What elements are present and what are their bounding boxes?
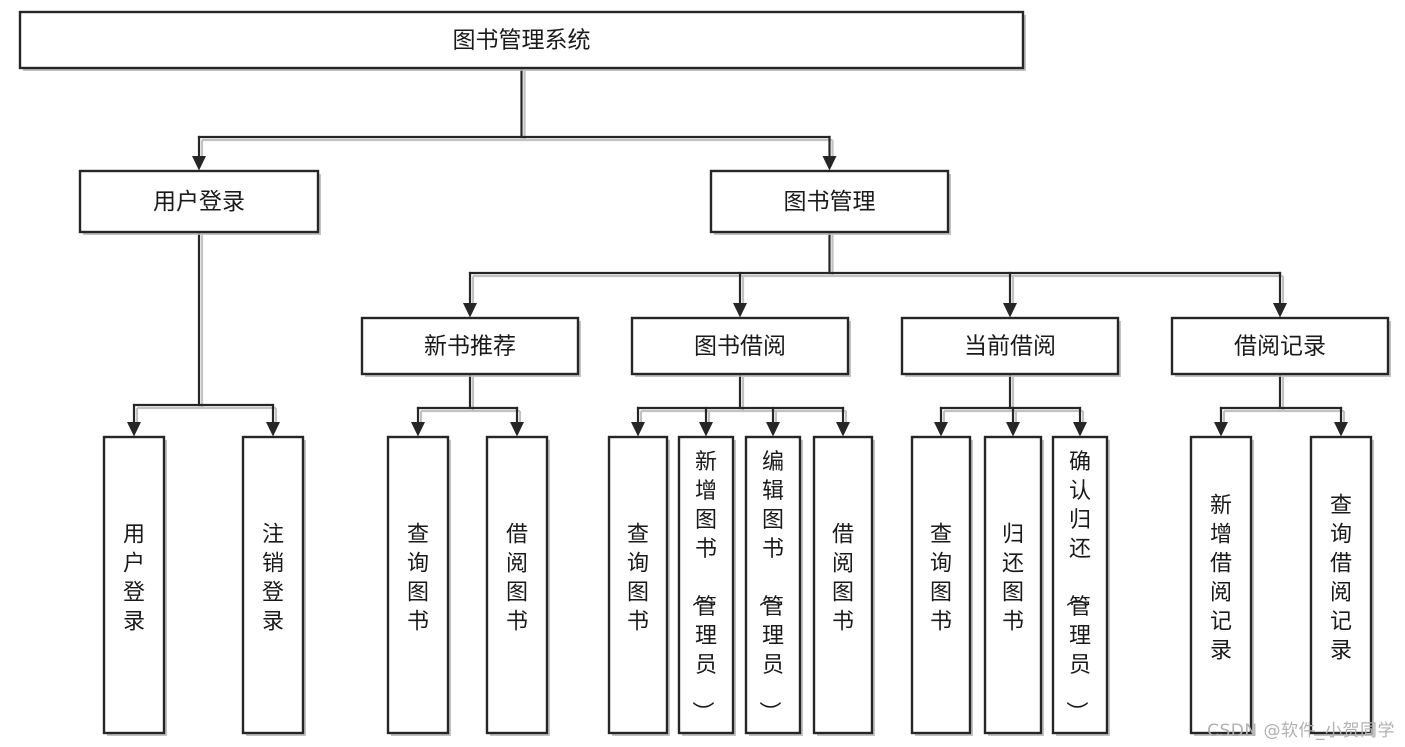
node-rect[interactable] xyxy=(744,435,802,735)
node-book_borrow[interactable]: 图书借阅 xyxy=(630,316,851,377)
node-leaf_cb_return[interactable]: 归还图书 xyxy=(983,435,1044,736)
arrow-head-icon xyxy=(510,422,524,437)
node-rect[interactable] xyxy=(386,435,450,735)
arrow-head-icon xyxy=(699,422,713,437)
connector-user_login xyxy=(127,230,280,437)
node-rect[interactable] xyxy=(709,169,950,234)
node-rect[interactable] xyxy=(607,435,669,735)
node-rect[interactable] xyxy=(677,435,735,735)
node-rect[interactable] xyxy=(485,435,549,735)
node-rect[interactable] xyxy=(360,316,580,376)
arrow-head-icon xyxy=(411,422,425,437)
node-borrow_log[interactable]: 借阅记录 xyxy=(1170,316,1391,377)
node-label: 确认归还（管理员） xyxy=(1063,450,1091,723)
node-label: 新书推荐 xyxy=(424,334,516,360)
node-rect[interactable] xyxy=(910,435,972,735)
node-label: 归还图书 xyxy=(1002,523,1024,635)
connector-book_mgmt xyxy=(463,230,1287,318)
connector-shadow xyxy=(419,377,522,427)
arrow-head-icon xyxy=(192,156,206,171)
node-label: 注销登录 xyxy=(262,523,284,635)
node-layer: 图书管理系统用户登录图书管理新书推荐图书借阅当前借阅借阅记录用户登录注销登录查询… xyxy=(18,10,1391,736)
node-label: 当前借阅 xyxy=(964,334,1056,360)
node-rect[interactable] xyxy=(900,316,1120,376)
arrow-head-icon xyxy=(733,303,747,318)
node-label: 新增借阅记录 xyxy=(1210,494,1232,664)
node-rect[interactable] xyxy=(78,169,320,234)
arrow-head-icon xyxy=(266,422,280,437)
edge-layer xyxy=(127,66,1348,437)
node-label: 查询图书 xyxy=(627,523,649,635)
watermark-label: CSDN @软件_小贺同学 xyxy=(1207,721,1395,741)
connector-shadow xyxy=(1222,377,1346,427)
connector-shadow xyxy=(200,71,834,161)
arrow-head-icon xyxy=(1334,422,1348,437)
node-label: 借阅记录 xyxy=(1234,334,1326,360)
node-label: 编辑图书（管理员） xyxy=(756,450,784,723)
node-rect[interactable] xyxy=(1170,316,1390,376)
arrow-head-icon xyxy=(1214,422,1228,437)
node-label: 新增图书（管理员） xyxy=(689,450,717,723)
node-label: 用户登录 xyxy=(123,523,145,635)
node-rect[interactable] xyxy=(1189,435,1253,735)
node-label: 用户登录 xyxy=(153,189,245,215)
node-label: 借阅图书 xyxy=(832,523,854,635)
node-leaf_cb_confirm[interactable]: 确认归还（管理员） xyxy=(1051,435,1110,736)
connector-shadow xyxy=(471,235,1285,308)
node-leaf_bb_borrow[interactable]: 借阅图书 xyxy=(812,435,875,736)
connector-book_borrow xyxy=(631,372,850,437)
arrow-head-icon xyxy=(836,422,850,437)
node-label: 图书管理 xyxy=(784,189,876,215)
arrow-head-icon xyxy=(934,422,948,437)
node-leaf_bb_query[interactable]: 查询图书 xyxy=(607,435,670,736)
node-leaf_nb_query[interactable]: 查询图书 xyxy=(386,435,451,736)
node-label: 图书管理系统 xyxy=(453,28,591,54)
node-leaf_bb_add[interactable]: 新增图书（管理员） xyxy=(677,435,736,736)
node-rect[interactable] xyxy=(102,435,166,735)
node-label: 查询图书 xyxy=(407,523,429,635)
node-root[interactable]: 图书管理系统 xyxy=(18,10,1026,71)
arrow-head-icon xyxy=(631,422,645,437)
node-leaf_nb_borrow[interactable]: 借阅图书 xyxy=(485,435,550,736)
node-leaf_user_login[interactable]: 用户登录 xyxy=(102,435,167,736)
node-label: 借阅图书 xyxy=(506,523,528,635)
arrow-head-icon xyxy=(1006,422,1020,437)
node-leaf_user_logout[interactable]: 注销登录 xyxy=(241,435,306,736)
node-cur_borrow[interactable]: 当前借阅 xyxy=(900,316,1121,377)
arrow-head-icon xyxy=(463,303,477,318)
connector-root xyxy=(192,66,837,171)
node-label: 查询借阅记录 xyxy=(1330,494,1352,664)
node-rect[interactable] xyxy=(812,435,874,735)
arrow-head-icon xyxy=(1273,303,1287,318)
arrow-head-icon xyxy=(766,422,780,437)
connector-new_book_rec xyxy=(411,372,524,437)
node-user_login[interactable]: 用户登录 xyxy=(78,169,321,235)
node-rect[interactable] xyxy=(983,435,1043,735)
arrow-head-icon xyxy=(127,422,141,437)
node-rect[interactable] xyxy=(630,316,850,376)
node-rect[interactable] xyxy=(1309,435,1373,735)
node-rect[interactable] xyxy=(1051,435,1109,735)
node-leaf_bl_query[interactable]: 查询借阅记录 xyxy=(1309,435,1374,736)
node-leaf_cb_query[interactable]: 查询图书 xyxy=(910,435,973,736)
node-new_book_rec[interactable]: 新书推荐 xyxy=(360,316,581,377)
node-rect[interactable] xyxy=(18,10,1025,70)
node-label: 查询图书 xyxy=(930,523,952,635)
node-label: 图书借阅 xyxy=(694,334,786,360)
connector-shadow xyxy=(639,377,848,427)
node-leaf_bb_edit[interactable]: 编辑图书（管理员） xyxy=(744,435,803,736)
arrow-head-icon xyxy=(822,156,837,171)
node-book_mgmt[interactable]: 图书管理 xyxy=(709,169,951,235)
connector-cur_borrow xyxy=(934,372,1087,437)
connector-borrow_log xyxy=(1214,372,1348,437)
arrow-head-icon xyxy=(1073,422,1087,437)
connector-shadow xyxy=(135,235,278,427)
node-rect[interactable] xyxy=(241,435,305,735)
arrow-head-icon xyxy=(1003,303,1017,318)
node-leaf_bl_add[interactable]: 新增借阅记录 xyxy=(1189,435,1254,736)
